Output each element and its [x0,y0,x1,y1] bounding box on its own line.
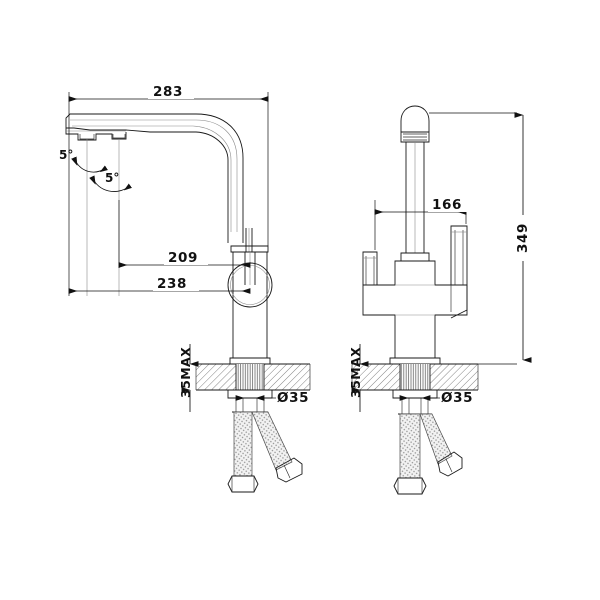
handle-left [362,251,378,285]
counter-thickness-left: 35MAX [178,344,199,412]
angle-upper-label: 5° [59,148,73,162]
swivel-axis-lines [86,139,120,296]
dimension-349-label: 349 [515,223,531,253]
dimension-238-label: 238 [157,276,187,292]
dimension-166: 166 [374,195,470,250]
hole-diameter-right: Ø35 [399,390,473,406]
hole-diameter-left-label: Ø35 [277,390,309,406]
mounting-shank-left [227,364,273,413]
dimension-209-label: 209 [168,250,198,266]
handle-right [450,225,468,319]
dimension-209: 209 [118,200,251,268]
angle-lower-label: 5° [105,171,119,185]
hole-diameter-right-label: Ø35 [441,390,473,406]
front-spout-tube [400,105,430,262]
supply-hoses-left [227,411,303,493]
supply-hoses-right [393,413,463,495]
faucet-column [227,228,273,365]
hole-diameter-left: Ø35 [235,390,309,406]
dimension-166-label: 166 [432,197,462,213]
spout-arm [65,113,244,232]
angle-annotation-upper: 5° [59,148,108,173]
mounting-shank-right [392,364,438,415]
dimension-238: 238 [68,274,251,294]
dimension-283: 283 [68,82,269,296]
countertop-section-right [351,363,479,391]
front-view-group: 166 349 35MAX Ø35 [348,105,532,495]
dimension-349: 349 [429,112,532,365]
counter-thickness-right: 35MAX [348,344,369,412]
counter-thickness-right-label: 35MAX [348,347,363,398]
countertop-section-left [195,363,311,391]
dimension-283-label: 283 [153,84,183,100]
angle-annotation-lower: 5° [89,171,132,192]
counter-thickness-left-label: 35MAX [178,347,193,398]
side-view-group: 5° 5° [59,82,311,493]
